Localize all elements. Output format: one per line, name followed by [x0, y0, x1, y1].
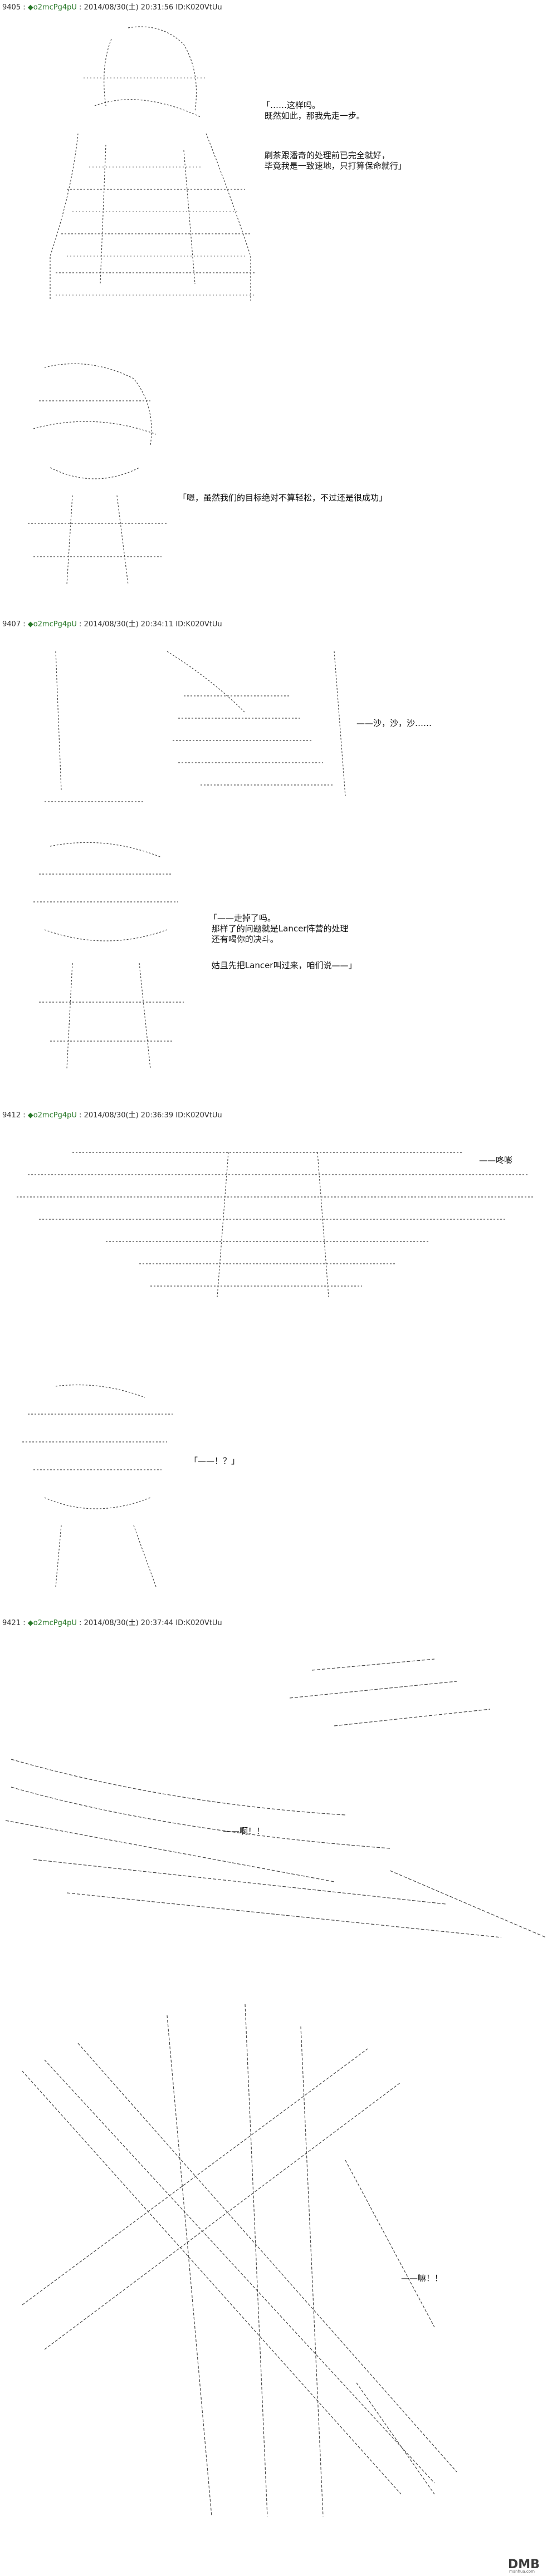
post-id: ID:K020VtUu: [175, 620, 222, 629]
ascii-art-walking-away: [45, 646, 356, 813]
post-date: 2014/08/30(土): [84, 3, 139, 12]
dialogue-8: 「——！？」: [189, 1456, 240, 1466]
post-author: ◆o2mcPg4pU: [27, 620, 77, 629]
post-number: 9421: [2, 1619, 21, 1627]
dialogue-7: ——咚嘭: [479, 1155, 513, 1165]
dialogue-2: 刷茶跟潘奇的处理前已完全就好， 毕竟我是一致速地，只打算保命就行」: [264, 150, 407, 171]
post-header: 9412 : ◆o2mcPg4pU : 2014/08/30(土) 20:36:…: [2, 1111, 222, 1120]
post-id: ID:K020VtUu: [175, 1111, 222, 1120]
ascii-art-slash-lines: [0, 1648, 557, 1960]
post-number: 9407: [2, 620, 21, 629]
post-id: ID:K020VtUu: [175, 1619, 222, 1627]
post-id: ID:K020VtUu: [175, 3, 222, 12]
post-date: 2014/08/30(土): [84, 1111, 139, 1120]
ascii-art-impact: [6, 1141, 540, 1308]
post-time: 20:36:39: [140, 1111, 174, 1120]
dialogue-5: 「——走掉了吗。 那样了的问题就是Lancer阵营的处理 还有喝你的决斗。: [209, 913, 349, 944]
dialogue-1: 「……这样吗。 既然如此，那我先走一步。: [262, 100, 365, 121]
post-header: 9405 : ◆o2mcPg4pU : 2014/08/30(土) 20:31:…: [2, 3, 222, 12]
dialogue-6: 姑且先把Lancer叫过来，咱们说——」: [209, 960, 357, 970]
dialogue-10: ——嘛！！: [401, 2273, 443, 2283]
site-logo: DMB manhua.com: [507, 2555, 553, 2574]
ascii-art-character-front: [11, 356, 178, 590]
post-date: 2014/08/30(土): [84, 620, 139, 629]
dialogue-9: ——啊！！: [223, 1826, 265, 1836]
post-header: 9407 : ◆o2mcPg4pU : 2014/08/30(土) 20:34:…: [2, 620, 222, 629]
post-time: 20:31:56: [140, 3, 174, 12]
ascii-art-character-surprised: [11, 1381, 178, 1592]
ascii-art-character-back: [17, 22, 262, 317]
logo-text: DMB: [508, 2558, 540, 2572]
dialogue-4: ——沙，沙，沙……: [356, 718, 432, 728]
post-author: ◆o2mcPg4pU: [27, 1111, 77, 1120]
ascii-art-character-thinking: [17, 835, 195, 1080]
post-time: 20:37:44: [140, 1619, 174, 1627]
post-date: 2014/08/30(土): [84, 1619, 139, 1627]
post-number: 9405: [2, 3, 21, 12]
logo-suffix: manhua.com: [509, 2569, 535, 2574]
post-author: ◆o2mcPg4pU: [27, 1619, 77, 1627]
dialogue-3: 「嗯，虽然我们的目标绝对不算轻松，不过还是很成功」: [178, 493, 388, 503]
post-header: 9421 : ◆o2mcPg4pU : 2014/08/30(土) 20:37:…: [2, 1619, 222, 1627]
post-time: 20:34:11: [140, 620, 174, 629]
post-number: 9412: [2, 1111, 21, 1120]
post-author: ◆o2mcPg4pU: [27, 3, 77, 12]
ascii-art-clash: [11, 1993, 546, 2528]
